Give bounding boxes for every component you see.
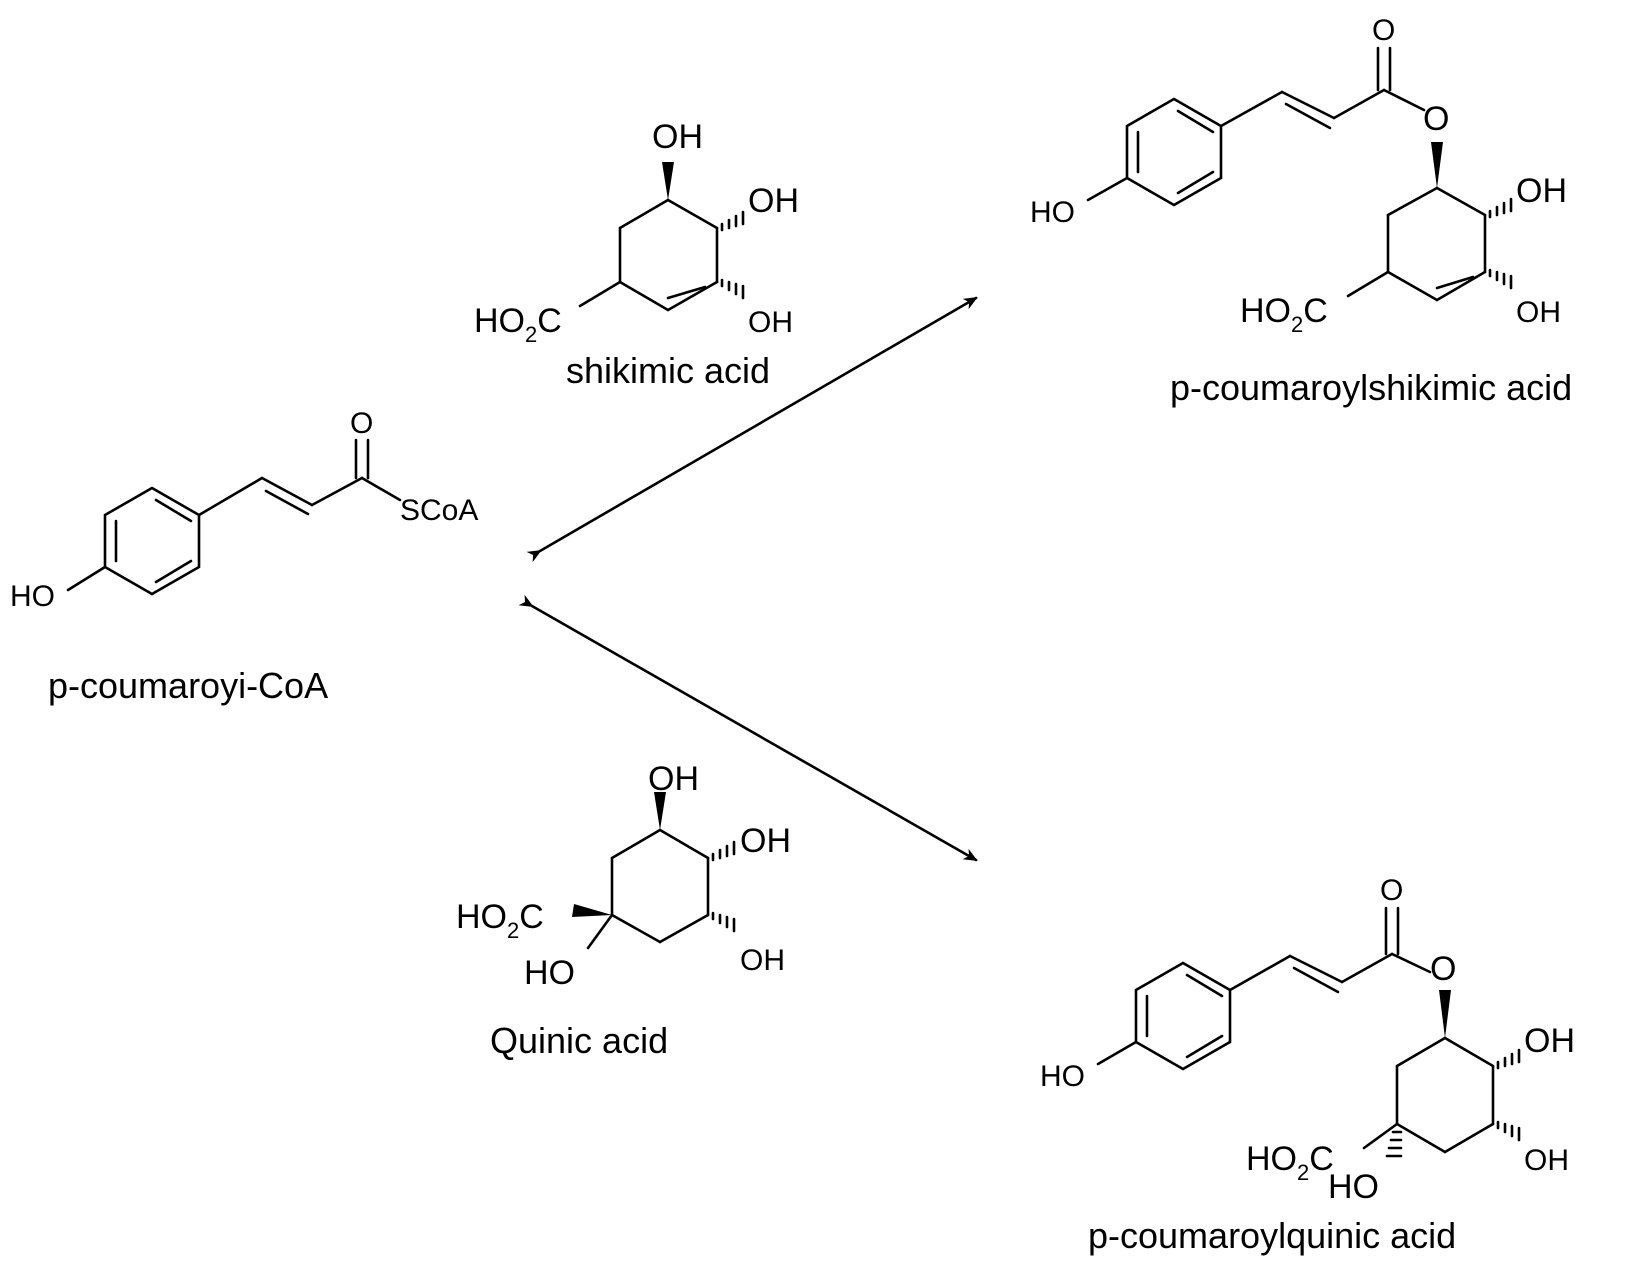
quinic-acid-structure — [572, 792, 736, 950]
coumaroylquinic-ester-o-label: O — [1430, 950, 1456, 988]
shikimic-oh-top-label: OH — [652, 118, 703, 156]
quinic-acid-name: Quinic acid — [490, 1020, 668, 1061]
coumaroylshikimic-oh-right-label: OH — [1516, 172, 1567, 210]
coa-ho-label: HO — [10, 580, 55, 613]
coumaroylshikimic-ho-label: HO — [1030, 196, 1075, 229]
p-coumaroyl-coa-structure — [66, 438, 402, 596]
p-coumaroylshikimic-acid-name: p-coumaroylshikimic acid — [1170, 367, 1572, 408]
quinic-oh-right-label: OH — [740, 822, 791, 860]
shikimic-acid-structure — [578, 162, 745, 312]
p-coumaroylquinic-acid-structure — [1096, 906, 1521, 1158]
reversible-arrow-shikimic — [526, 296, 978, 563]
coumaroylquinic-oh-low-label: OH — [1524, 1144, 1569, 1177]
coumaroylquinic-oh-right-label: OH — [1524, 1022, 1575, 1060]
quinic-oh-low-label: OH — [740, 944, 785, 977]
coumaroylquinic-co2h-label: HO2C — [1246, 1140, 1334, 1185]
shikimic-oh-low-label: OH — [748, 306, 793, 339]
coumaroylshikimic-oh-low-label: OH — [1516, 296, 1561, 329]
coumaroylshikimic-ester-o-label: O — [1423, 100, 1449, 138]
coa-carbonyl-o-label: O — [350, 407, 373, 440]
coumaroylquinic-carbonyl-o-label: O — [1380, 874, 1403, 907]
p-coumaroylquinic-acid-name: p-coumaroylquinic acid — [1088, 1215, 1456, 1256]
scoa-label: SCoA — [400, 494, 478, 527]
coumaroylshikimic-carbonyl-o-label: O — [1372, 14, 1395, 47]
shikimic-co2h-label: HO2C — [474, 302, 562, 347]
shikimic-acid-name: shikimic acid — [566, 350, 770, 391]
coumaroylquinic-ho-label: HO — [1040, 1060, 1085, 1093]
quinic-oh-top-label: OH — [648, 760, 699, 798]
p-coumaroylshikimic-acid-structure — [1086, 46, 1513, 302]
shikimic-oh-right-label: OH — [748, 182, 799, 220]
reversible-arrow-quinic — [518, 594, 978, 862]
p-coumaroyl-coa-name: p-coumaroyi-CoA — [48, 665, 328, 706]
coumaroylshikimic-co2h-label: HO2C — [1240, 292, 1328, 337]
quinic-co2h-label: HO2C — [456, 898, 544, 943]
quinic-ho-bottom-label: HO — [524, 954, 575, 992]
coumaroylquinic-ho-bottom-label: HO — [1328, 1168, 1379, 1206]
